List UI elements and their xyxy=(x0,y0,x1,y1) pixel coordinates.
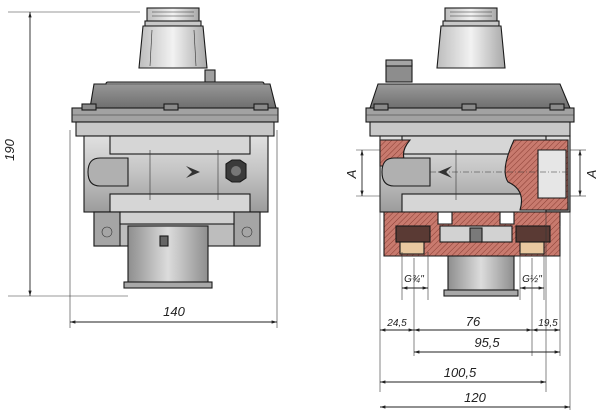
left-outlet xyxy=(123,225,213,289)
dim-row-3: 100,5 xyxy=(380,365,546,384)
dim-140-label: 140 xyxy=(163,304,185,319)
section-mark-left: A xyxy=(344,149,380,197)
dim-120-label: 120 xyxy=(464,390,486,405)
right-flange xyxy=(365,103,575,137)
section-a-left-label: A xyxy=(344,170,359,180)
section-a-right-label: A xyxy=(584,170,599,180)
left-flow-arrow-icon xyxy=(186,166,200,178)
right-lower-assembly xyxy=(383,211,561,257)
dim-extension-lines xyxy=(379,136,571,410)
left-lower-assembly xyxy=(93,211,261,247)
left-dome xyxy=(89,81,277,109)
section-mark-right: A xyxy=(570,149,599,197)
right-top-cap xyxy=(436,7,506,69)
right-side-screw xyxy=(385,59,413,83)
dim-100-5-label: 100,5 xyxy=(444,365,477,380)
left-view: 190 140 xyxy=(2,7,279,328)
right-outlet xyxy=(443,255,519,297)
dim-95-5-label: 95,5 xyxy=(474,335,500,350)
dim-row-1: 24,5 76 19,5 xyxy=(380,314,560,332)
left-top-cap xyxy=(138,7,208,69)
dim-row-2: 95,5 xyxy=(414,335,560,354)
dim-140: 140 xyxy=(69,130,278,328)
dim-190: 190 xyxy=(2,11,140,297)
left-valve-body xyxy=(83,135,269,213)
left-dome-screw xyxy=(204,69,216,83)
left-flange xyxy=(71,103,279,137)
dim-76-label: 76 xyxy=(466,314,481,329)
thread-callout-left: G¾" xyxy=(401,252,429,300)
right-valve-body xyxy=(379,135,571,213)
dim-row-4: 120 xyxy=(380,390,570,409)
dim-190-label: 190 xyxy=(2,138,17,160)
dim-19-5-label: 19,5 xyxy=(538,318,558,329)
right-view: A A G¾" xyxy=(344,7,599,410)
dim-24-5-label: 24,5 xyxy=(386,318,407,329)
